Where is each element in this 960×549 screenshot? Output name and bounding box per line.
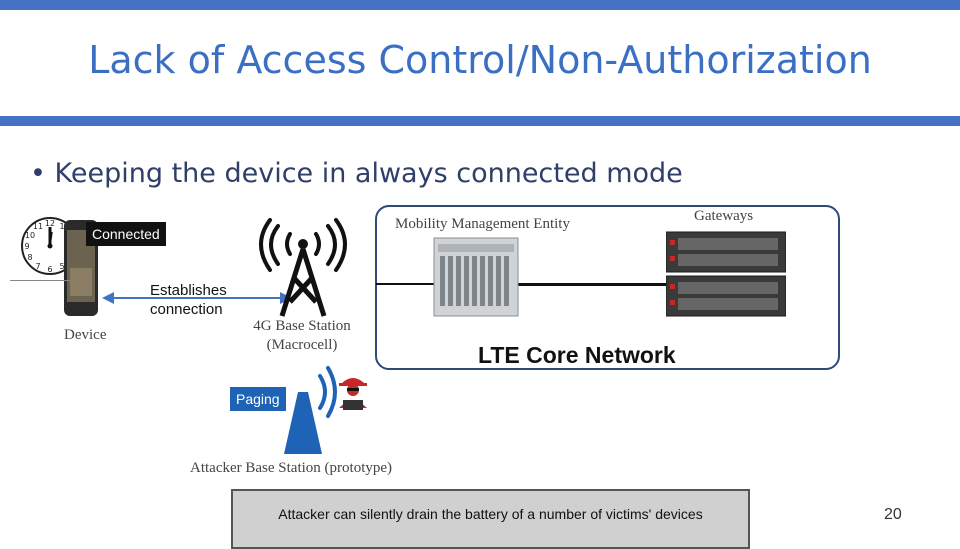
svg-text:10: 10	[25, 231, 35, 240]
svg-text:9: 9	[24, 242, 29, 251]
mme-label: Mobility Management Entity	[395, 216, 570, 232]
svg-text:8: 8	[27, 253, 32, 262]
attacker-station-label: Attacker Base Station (prototype)	[190, 460, 393, 476]
title-underline-bar	[0, 116, 960, 126]
attacker-antenna-icon	[284, 366, 337, 454]
paging-label: Paging	[230, 387, 286, 411]
svg-text:6: 6	[47, 265, 52, 274]
svg-text:7: 7	[35, 262, 40, 271]
link-mme-gateways	[518, 283, 668, 286]
svg-text:12: 12	[45, 219, 55, 228]
gateways-label: Gateways	[694, 208, 754, 224]
bullet-point: • Keeping the device in always connected…	[30, 158, 683, 189]
link-to-mme	[376, 283, 436, 285]
lte-core-network-label: LTE Core Network	[478, 342, 676, 368]
cell-tower-icon	[259, 218, 347, 317]
attack-note-text: Attacker can silently drain the battery …	[278, 506, 703, 522]
establishes-connection-label: Establishes connection	[150, 282, 227, 318]
bullet-text: Keeping the device in always connected m…	[54, 158, 683, 189]
svg-text:1: 1	[59, 222, 64, 231]
attack-note-box: Attacker can silently drain the battery …	[231, 489, 750, 549]
slide-title: Lack of Access Control/Non-Authorization	[88, 38, 872, 82]
bullet-dot: •	[30, 158, 55, 189]
base-station-label: 4G Base Station (Macrocell)	[253, 318, 351, 353]
divider-line	[10, 280, 70, 281]
connected-status-label: Connected	[86, 222, 166, 246]
gateways-server-icon	[666, 231, 786, 317]
mme-server-icon	[433, 237, 519, 317]
device-label: Device	[64, 327, 107, 343]
lte-core-network-box	[375, 205, 840, 370]
page-number: 20	[884, 506, 902, 523]
top-accent-bar	[0, 0, 960, 10]
hacker-icon	[339, 378, 367, 410]
svg-text:5: 5	[59, 262, 64, 271]
svg-text:11: 11	[33, 222, 43, 231]
